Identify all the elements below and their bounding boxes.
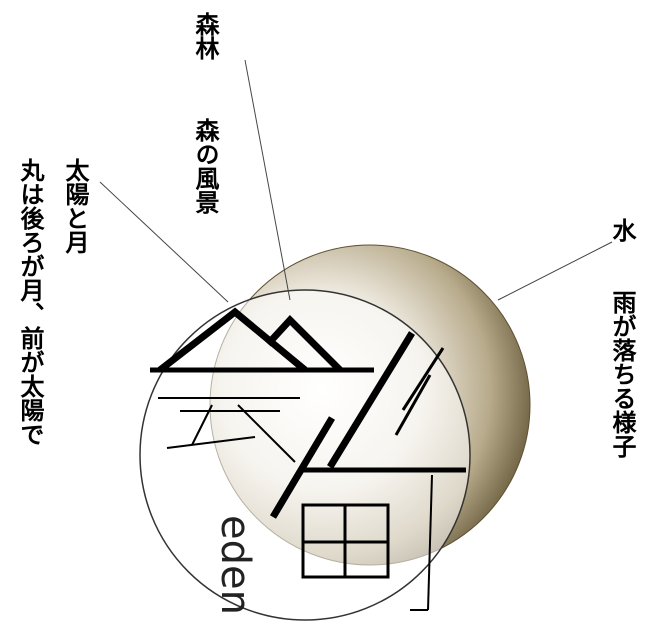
water-pointer-line bbox=[497, 241, 613, 301]
sun-moon-pointer-line bbox=[99, 181, 229, 303]
water-label: 水 bbox=[608, 218, 636, 243]
rain-stroke-1 bbox=[327, 331, 415, 469]
forest-label: 森林 bbox=[191, 12, 219, 60]
eden-logo-text: eden bbox=[212, 515, 258, 615]
rain-stroke-2 bbox=[401, 347, 445, 411]
wall-line bbox=[427, 474, 433, 611]
water-desc: 雨が落ちる様子 bbox=[608, 290, 636, 459]
mountain-large bbox=[157, 307, 308, 373]
sun-moon-label: 太陽と月 bbox=[61, 158, 90, 254]
ground-stroke-3 bbox=[237, 404, 296, 463]
ground-stroke-1 bbox=[191, 404, 213, 446]
forest-desc: 森の風景 bbox=[191, 118, 219, 214]
rain-stroke-3 bbox=[394, 374, 432, 436]
ground-stroke-2 bbox=[166, 436, 256, 449]
forest-pointer-line bbox=[244, 59, 291, 301]
sun-moon-desc: 丸は後ろが月、前が太陽で bbox=[16, 158, 45, 446]
mountain-small bbox=[265, 314, 343, 373]
